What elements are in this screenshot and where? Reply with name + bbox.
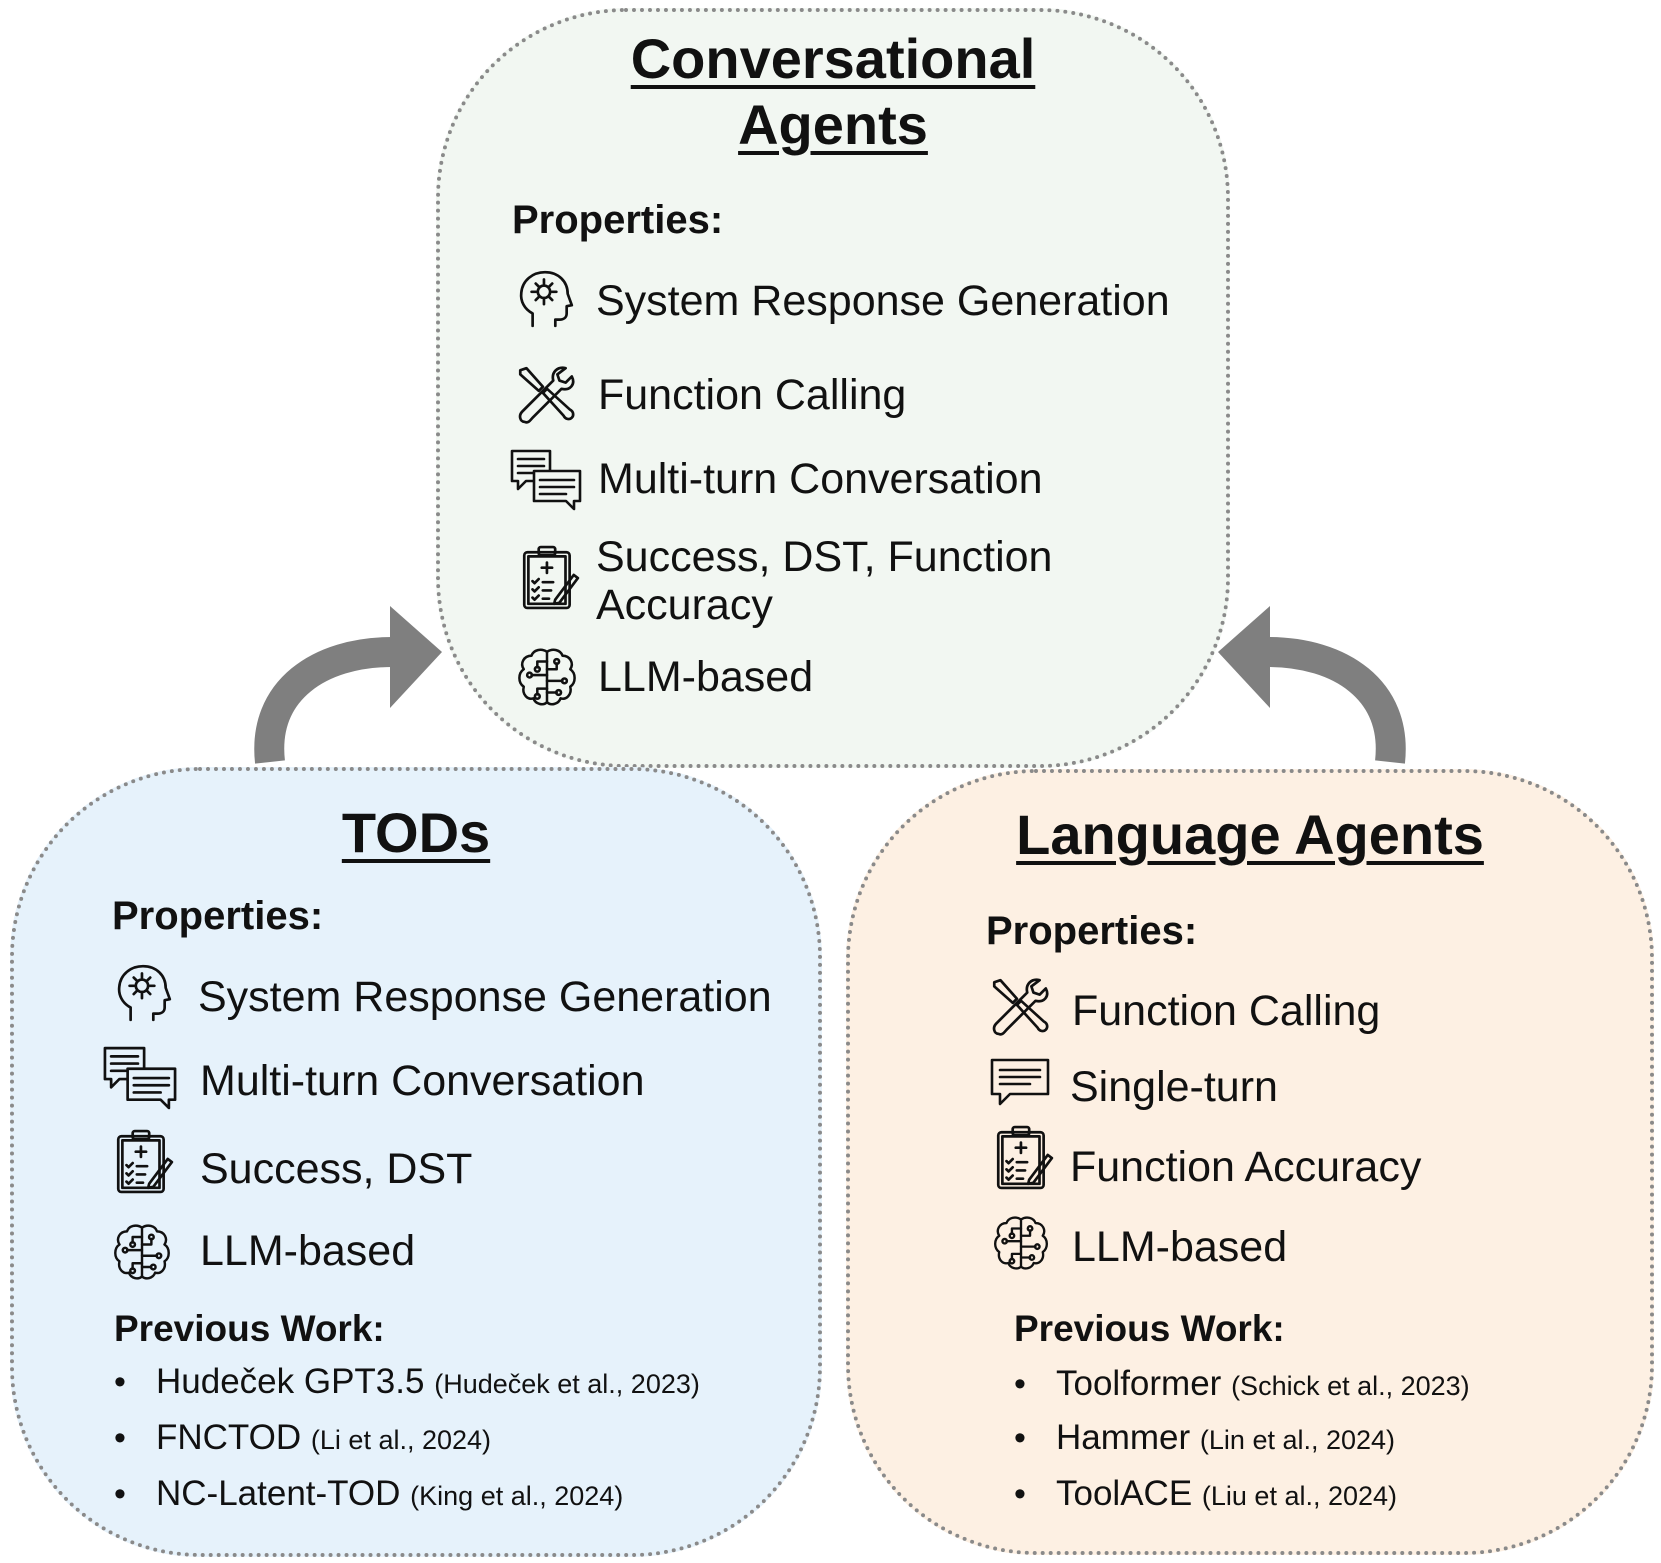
previous-work-name: Hudeček GPT3.5	[156, 1362, 425, 1401]
property-label: System Response Generation	[198, 973, 772, 1021]
clipboard-icon	[516, 544, 582, 610]
conversational-agents-title: Conversational Agents	[436, 26, 1230, 158]
title-line-1: Conversational	[630, 27, 1036, 90]
bullet: •	[114, 1363, 126, 1401]
bullet: •	[1014, 1419, 1026, 1457]
tods-properties-heading: Properties:	[112, 894, 324, 938]
previous-work-citation: (Lin et al., 2024)	[1199, 1425, 1396, 1455]
bullet: •	[1014, 1365, 1026, 1403]
previous-work-name: ToolACE	[1056, 1474, 1193, 1513]
tools-icon	[986, 974, 1052, 1040]
bullet: •	[1014, 1475, 1026, 1513]
head-gear-icon	[110, 960, 176, 1026]
language-previous-work-heading: Previous Work:	[1014, 1308, 1285, 1349]
title-line-2: Agents	[738, 93, 928, 156]
previous-work-citation: (King et al., 2024)	[410, 1481, 624, 1511]
tools-icon	[512, 362, 578, 428]
property-label: Multi-turn Conversation	[200, 1057, 645, 1105]
language-to-conversational-arrow	[1218, 606, 1406, 764]
chat-bubbles-icon	[100, 1044, 180, 1110]
chat-bubble-icon	[988, 1056, 1052, 1110]
property-label: System Response Generation	[596, 277, 1170, 325]
bullet: •	[114, 1475, 126, 1513]
property-label: Multi-turn Conversation	[598, 455, 1043, 503]
property-label: Function Calling	[598, 371, 907, 419]
previous-work-entry: Toolformer (Schick et al., 2023)	[1056, 1364, 1470, 1406]
language-agents-box	[846, 769, 1654, 1555]
property-label-line-2: Accuracy	[596, 581, 773, 629]
previous-work-name: FNCTOD	[156, 1418, 302, 1457]
property-label: LLM-based	[200, 1227, 416, 1275]
head-gear-icon	[512, 266, 578, 332]
previous-work-name: NC-Latent-TOD	[156, 1474, 401, 1513]
previous-work-name: Toolformer	[1056, 1364, 1222, 1403]
previous-work-entry: FNCTOD (Li et al., 2024)	[156, 1418, 491, 1460]
previous-work-citation: (Liu et al., 2024)	[1201, 1481, 1398, 1511]
previous-work-citation: (Hudeček et al., 2023)	[434, 1369, 700, 1399]
brain-circuit-icon	[992, 1214, 1050, 1272]
tods-title: TODs	[341, 801, 491, 864]
property-label: Single-turn	[1070, 1063, 1278, 1111]
clipboard-icon	[110, 1128, 176, 1194]
property-label: LLM-based	[1072, 1223, 1288, 1271]
language-properties-heading: Properties:	[986, 909, 1198, 953]
previous-work-entry: NC-Latent-TOD (King et al., 2024)	[156, 1474, 623, 1516]
previous-work-entry: Hammer (Lin et al., 2024)	[1056, 1418, 1395, 1460]
previous-work-citation: (Li et al., 2024)	[310, 1425, 492, 1455]
property-label: Success, DST	[200, 1145, 473, 1193]
clipboard-icon	[990, 1124, 1056, 1190]
tods-to-conversational-arrow	[254, 606, 442, 764]
previous-work-name: Hammer	[1056, 1418, 1191, 1457]
bullet: •	[114, 1419, 126, 1457]
property-label: LLM-based	[598, 653, 814, 701]
brain-circuit-icon	[112, 1222, 172, 1282]
property-label: Function Accuracy	[1070, 1143, 1422, 1191]
property-label: Function Calling	[1072, 987, 1381, 1035]
previous-work-entry: Hudeček GPT3.5 (Hudeček et al., 2023)	[156, 1362, 700, 1404]
tods-box	[10, 767, 822, 1557]
brain-circuit-icon	[516, 646, 578, 708]
chat-bubbles-icon	[508, 446, 584, 512]
conversational-properties-heading: Properties:	[512, 198, 724, 242]
previous-work-entry: ToolACE (Liu et al., 2024)	[1056, 1474, 1397, 1516]
property-label-line-1: Success, DST, Function	[596, 533, 1053, 581]
tods-previous-work-heading: Previous Work:	[114, 1308, 385, 1349]
previous-work-citation: (Schick et al., 2023)	[1231, 1371, 1470, 1401]
language-agents-title: Language Agents	[1016, 803, 1484, 866]
